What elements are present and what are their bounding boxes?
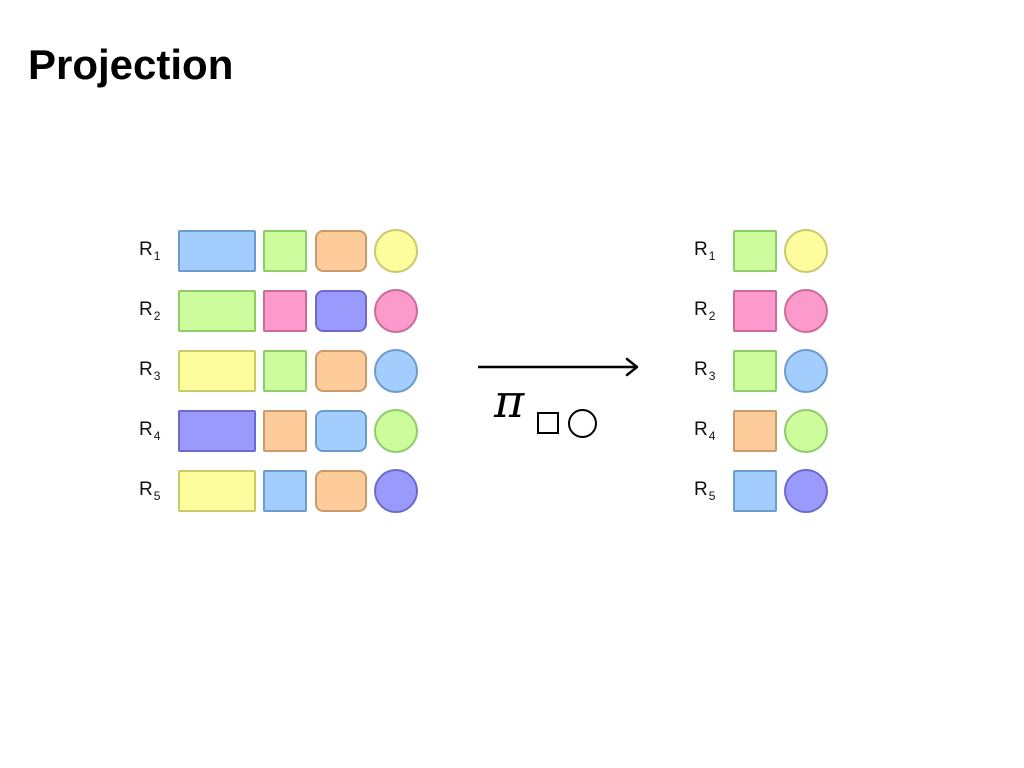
- page-title: Projection: [28, 41, 234, 88]
- row-label: R1: [694, 239, 716, 263]
- row-label-letter: R: [139, 419, 153, 440]
- row-label-letter: R: [139, 299, 153, 320]
- row-label-subscript: 3: [153, 369, 161, 383]
- cell-rounded: [315, 230, 367, 272]
- row-label-letter: R: [694, 359, 708, 380]
- cell-circle: [374, 229, 418, 273]
- cell-circle: [374, 469, 418, 513]
- cell-square: [733, 350, 777, 392]
- cell-square: [733, 470, 777, 512]
- row-label-letter: R: [694, 239, 708, 260]
- row-label-letter: R: [694, 299, 708, 320]
- row-label-subscript: 5: [708, 489, 716, 503]
- cell-rounded: [315, 350, 367, 392]
- cell-circle: [374, 409, 418, 453]
- cell-square: [263, 410, 307, 452]
- row-label: R5: [139, 479, 161, 503]
- cell-rounded: [315, 410, 367, 452]
- cell-square: [263, 230, 307, 272]
- row-label-subscript: 2: [153, 309, 161, 323]
- row-label: R3: [694, 359, 716, 383]
- pi-symbol: π: [494, 374, 525, 428]
- row-label-letter: R: [694, 479, 708, 500]
- cell-wide: [178, 350, 256, 392]
- row-label: R1: [139, 239, 161, 263]
- cell-circle: [374, 289, 418, 333]
- cell-square: [263, 470, 307, 512]
- row-label: R5: [694, 479, 716, 503]
- row-label: R2: [694, 299, 716, 323]
- projection-arrow: [478, 357, 639, 377]
- cell-circle: [374, 349, 418, 393]
- row-label: R4: [694, 419, 716, 443]
- cell-square: [263, 350, 307, 392]
- cell-square: [733, 410, 777, 452]
- cell-circle: [784, 409, 828, 453]
- projection-operator: π: [494, 378, 604, 442]
- row-label-subscript: 4: [708, 429, 716, 443]
- row-label: R2: [139, 299, 161, 323]
- cell-circle: [784, 229, 828, 273]
- cell-rounded: [315, 470, 367, 512]
- cell-wide: [178, 470, 256, 512]
- cell-circle: [784, 349, 828, 393]
- cell-square: [733, 290, 777, 332]
- cell-wide: [178, 230, 256, 272]
- row-label-letter: R: [139, 359, 153, 380]
- row-label-letter: R: [139, 239, 153, 260]
- row-label-subscript: 1: [153, 249, 161, 263]
- cell-square: [733, 230, 777, 272]
- row-label: R4: [139, 419, 161, 443]
- row-label-subscript: 5: [153, 489, 161, 503]
- circle-icon: [568, 409, 597, 438]
- row-label-subscript: 4: [153, 429, 161, 443]
- cell-wide: [178, 290, 256, 332]
- row-label: R3: [139, 359, 161, 383]
- row-label-subscript: 1: [708, 249, 716, 263]
- square-icon: [537, 412, 559, 434]
- row-label-subscript: 3: [708, 369, 716, 383]
- row-label-subscript: 2: [708, 309, 716, 323]
- row-label-letter: R: [694, 419, 708, 440]
- cell-rounded: [315, 290, 367, 332]
- cell-circle: [784, 289, 828, 333]
- cell-wide: [178, 410, 256, 452]
- cell-circle: [784, 469, 828, 513]
- row-label-letter: R: [139, 479, 153, 500]
- cell-square: [263, 290, 307, 332]
